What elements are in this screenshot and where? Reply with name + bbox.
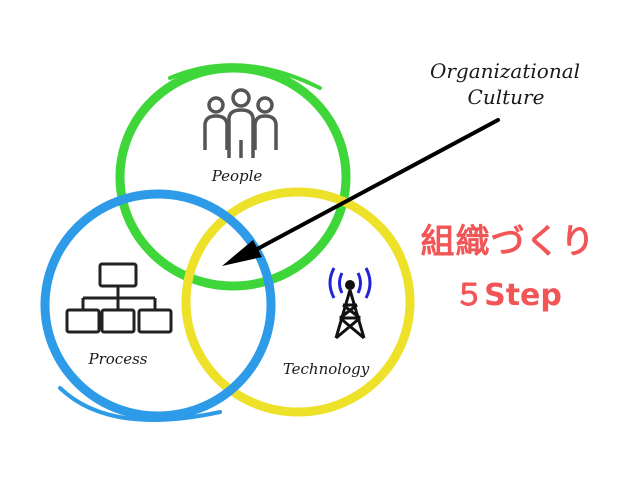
process-label: Process <box>88 350 148 368</box>
radio-tower-icon <box>328 267 372 340</box>
org-chart-icon <box>65 262 173 334</box>
callout-line-2: Culture <box>468 85 545 109</box>
process-circle <box>40 189 276 422</box>
callout-line-1: Organizational <box>430 59 580 83</box>
technology-label: Technology <box>283 360 370 378</box>
technology-circle <box>181 187 415 417</box>
headline-steps: ５Step <box>454 278 562 313</box>
culture-arrow <box>222 118 500 266</box>
people-group-icon <box>203 88 278 158</box>
people-circle <box>115 63 351 291</box>
headline-japanese: 組織づくり <box>420 222 596 262</box>
people-label: People <box>211 167 263 185</box>
